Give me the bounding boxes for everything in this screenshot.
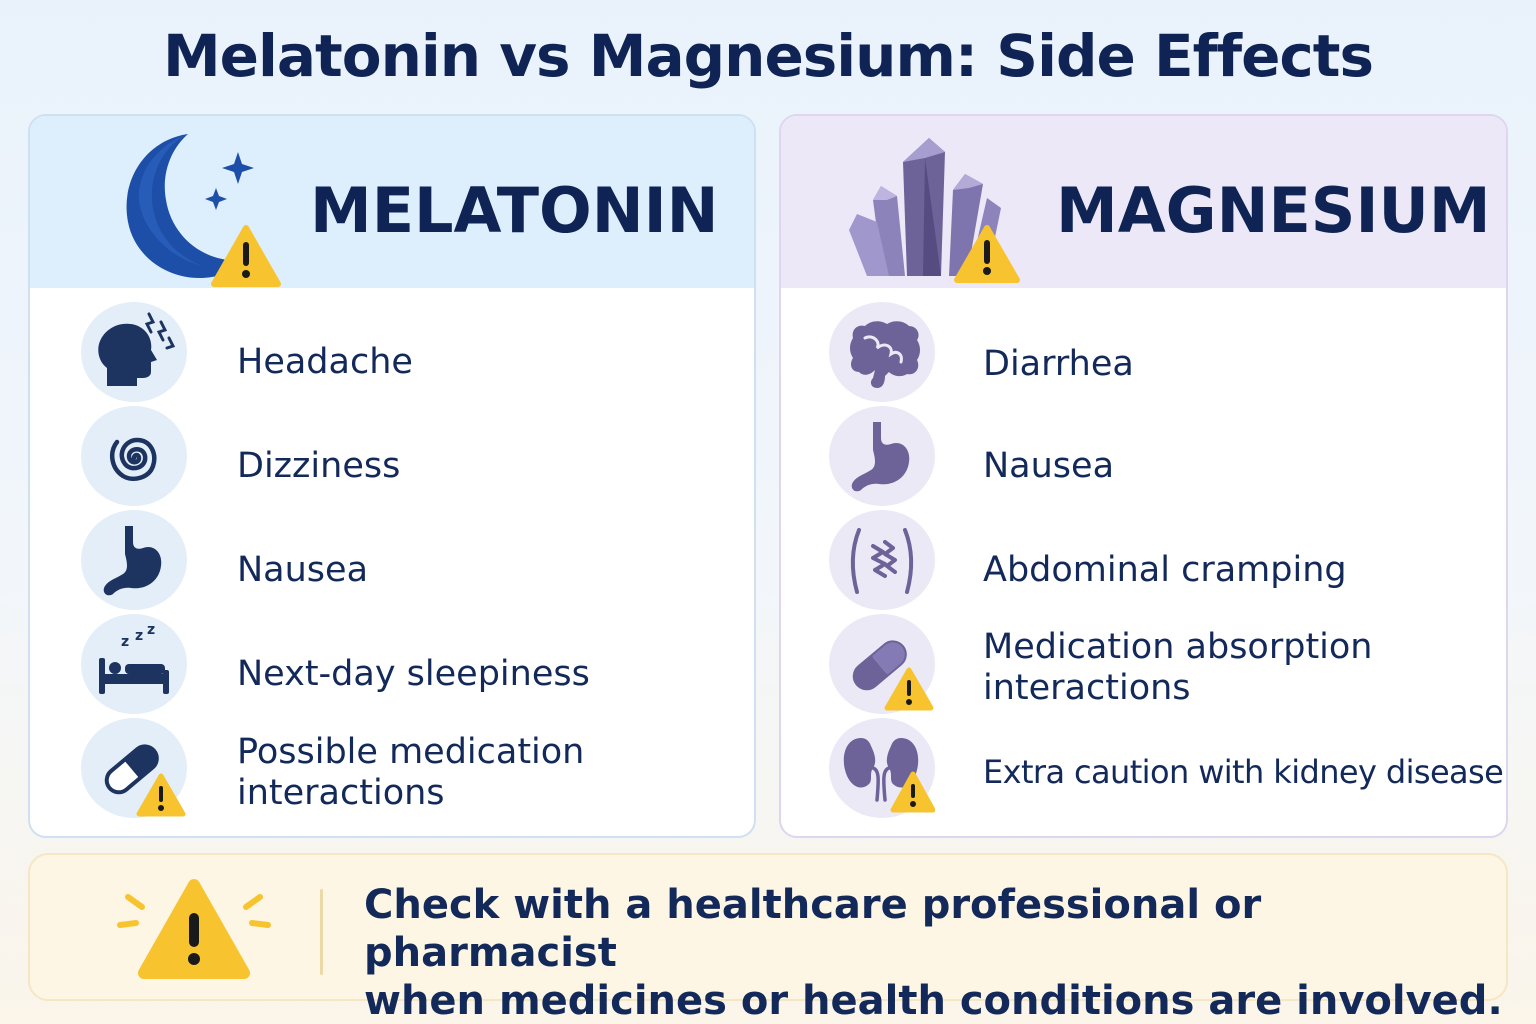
kidney-warning-icon bbox=[829, 718, 935, 818]
footer-message: Check with a healthcare professional or … bbox=[364, 881, 1506, 1024]
list-item: Possible medication interactions bbox=[30, 718, 754, 818]
item-label: Extra caution with kidney disease bbox=[983, 753, 1504, 791]
headache-icon bbox=[81, 302, 187, 402]
magnesium-header: MAGNESIUM bbox=[781, 116, 1506, 288]
item-label: Abdominal cramping bbox=[983, 550, 1347, 590]
item-label: Headache bbox=[237, 342, 413, 382]
footer-divider bbox=[320, 889, 323, 975]
footer-line2: when medicines or health conditions are … bbox=[364, 978, 1503, 1024]
item-label: Nausea bbox=[983, 446, 1115, 486]
item-label: Medication absorption interactions bbox=[983, 627, 1373, 709]
item-label: Nausea bbox=[237, 550, 369, 590]
warning-triangle-icon bbox=[117, 879, 271, 979]
spiral-icon bbox=[81, 406, 187, 506]
item-label: Next-day sleepiness bbox=[237, 654, 590, 694]
crescent-moon-warning-icon bbox=[126, 134, 281, 287]
list-item: Extra caution with kidney disease bbox=[781, 718, 1506, 818]
footer-banner: Check with a healthcare professional or … bbox=[28, 853, 1508, 1024]
magnesium-title: MAGNESIUM bbox=[1056, 174, 1491, 247]
stomach-icon bbox=[829, 406, 935, 506]
item-label-line1: Possible medication bbox=[237, 732, 585, 772]
abdominal-cramp-icon bbox=[829, 510, 935, 610]
svg-text:z: z bbox=[121, 634, 129, 650]
item-label: Possible medication interactions bbox=[237, 732, 584, 814]
item-label: Dizziness bbox=[237, 446, 401, 486]
pill-warning-icon bbox=[81, 718, 187, 818]
footer-line1: Check with a healthcare professional or … bbox=[364, 882, 1262, 976]
magnesium-panel: MAGNESIUM Diarrhea Nausea Abdomi bbox=[779, 114, 1508, 838]
melatonin-title: MELATONIN bbox=[310, 174, 719, 247]
item-label-line1: Medication absorption bbox=[983, 627, 1373, 667]
list-item: Medication absorption interactions bbox=[781, 614, 1506, 714]
list-item: Headache bbox=[30, 302, 754, 402]
sleeping-bed-icon: z z z bbox=[81, 614, 187, 714]
pill-warning-icon bbox=[829, 614, 935, 714]
crystal-warning-icon bbox=[849, 138, 1020, 283]
item-label-line2: interactions bbox=[237, 773, 445, 813]
item-label-line2: interactions bbox=[983, 668, 1191, 708]
svg-text:z: z bbox=[135, 628, 143, 644]
list-item: Nausea bbox=[781, 406, 1506, 506]
svg-text:z: z bbox=[147, 622, 155, 638]
intestine-icon bbox=[829, 302, 935, 402]
item-label: Diarrhea bbox=[983, 344, 1134, 384]
list-item: Dizziness bbox=[30, 406, 754, 506]
list-item: Abdominal cramping bbox=[781, 510, 1506, 610]
list-item: Nausea bbox=[30, 510, 754, 610]
melatonin-header: MELATONIN bbox=[30, 116, 754, 288]
list-item: z z z Next-day sleepiness bbox=[30, 614, 754, 714]
stomach-icon bbox=[81, 510, 187, 610]
list-item: Diarrhea bbox=[781, 302, 1506, 402]
melatonin-panel: MELATONIN Headache Dizziness Nausea bbox=[28, 114, 756, 838]
page-title: Melatonin vs Magnesium: Side Effects bbox=[162, 22, 1374, 90]
